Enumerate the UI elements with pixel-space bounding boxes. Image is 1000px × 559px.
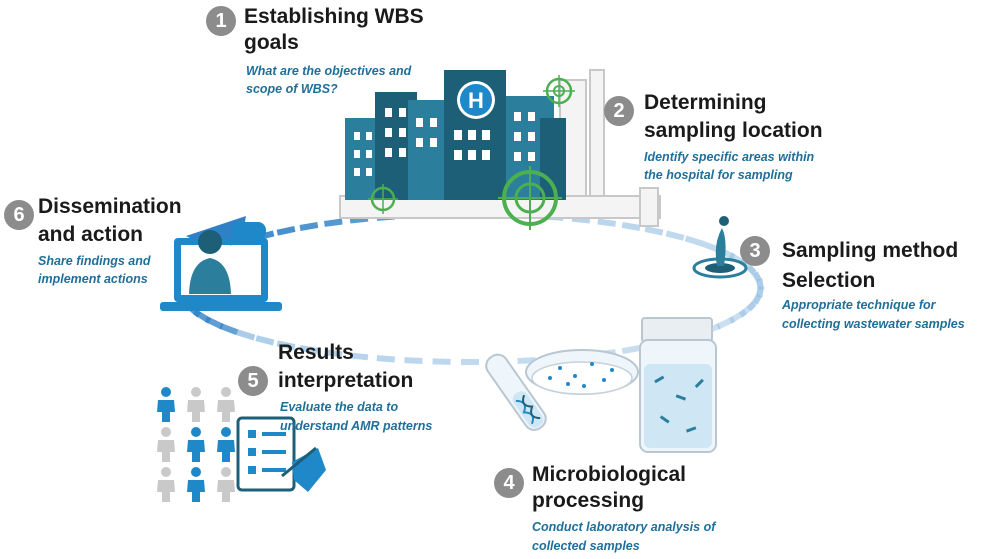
pipe-icon [339, 69, 661, 227]
ring-dash [746, 293, 763, 312]
ring-dash [299, 222, 319, 231]
step-2-desc-line2: the hospital for sampling [644, 168, 793, 182]
person-figure [187, 427, 205, 462]
step-6-desc-line2: implement actions [38, 272, 148, 286]
ring-dash [236, 329, 256, 341]
step-4-number: 4 [494, 468, 524, 498]
ring-dash [404, 357, 423, 365]
step-6-number: 6 [4, 200, 34, 230]
ring-dash [219, 323, 239, 336]
person-figure [217, 427, 235, 462]
ring-dash [597, 218, 617, 227]
step-1-title-line2: goals [244, 31, 299, 54]
checklist-hand-icon [236, 416, 326, 492]
ring-dash [461, 359, 479, 365]
step-1-desc-line1: What are the objectives and [246, 64, 412, 78]
step-5-desc-line1: Evaluate the data to [280, 400, 399, 414]
ring-dash [746, 264, 763, 283]
ring-dash [255, 335, 275, 346]
hospital-buildings-icon: H [345, 70, 566, 200]
people-grid-icon [157, 387, 235, 502]
person-figure [157, 387, 175, 422]
ring-dash [752, 285, 765, 305]
step-3-title-line2: Selection [782, 269, 876, 292]
ring-dash [684, 235, 704, 247]
step-4-title-line1: Microbiological [532, 463, 687, 486]
petri-dish-test-tube-jar-icon [485, 317, 717, 453]
person-figure [157, 427, 175, 462]
person-figure [217, 467, 235, 502]
step-3-number: 3 [740, 236, 770, 266]
ring-dash [752, 271, 765, 291]
step-2-number: 2 [604, 96, 634, 126]
step-3-desc-line2: collecting wastewater samples [782, 317, 965, 331]
step-6-desc-line1: Share findings and [38, 254, 151, 268]
crosshair-target-icon [368, 75, 575, 230]
step-2-desc-line1: Identify specific areas within [644, 150, 815, 164]
step-3-desc-line1: Appropriate technique for [782, 298, 936, 312]
ring-dash [276, 340, 296, 350]
doctor-laptop-icon [160, 222, 282, 311]
step-1-desc-line2: scope of WBS? [246, 82, 338, 96]
step-5-title-line1: Results [278, 341, 354, 364]
person-figure [217, 387, 235, 422]
ring-dash [323, 218, 343, 227]
step-4-desc-line1: Conduct laboratory analysis of [532, 520, 716, 534]
step-1-title-line1: Establishing WBS [244, 5, 424, 28]
ring-dash [665, 230, 685, 241]
step-6-title-line2: and action [38, 223, 144, 246]
ring-dash [299, 345, 319, 354]
ring-dash [757, 279, 763, 297]
step-1-number: 1 [206, 6, 236, 36]
step-5-number: 5 [238, 366, 268, 396]
person-figure [187, 467, 205, 502]
step-2-title-line2: sampling location [644, 119, 823, 142]
person-figure [157, 467, 175, 502]
ring-dash [349, 352, 369, 361]
ring-dash [738, 301, 757, 318]
ring-dash [621, 345, 641, 354]
ring-dash [716, 316, 736, 330]
water-drop-icon [692, 216, 748, 279]
ring-dash [323, 349, 343, 358]
ring-dash [376, 355, 396, 363]
ring-dash [621, 222, 641, 231]
ring-dash [276, 226, 296, 236]
ring-dash [644, 226, 664, 236]
step-6-title-line1: Dissemination [38, 195, 182, 218]
step-3-title-line1: Sampling method [782, 239, 959, 262]
ring-dash [432, 358, 451, 365]
step-4-desc-line2: collected samples [532, 539, 640, 553]
step-5-desc-line2: understand AMR patterns [280, 419, 433, 433]
step-2-title-line1: Determining [644, 91, 767, 114]
hospital-letter: H [468, 88, 484, 113]
ring-dash [728, 309, 748, 324]
step-4-title-line2: processing [532, 489, 645, 512]
person-figure [187, 387, 205, 422]
step-5-title-line2: interpretation [278, 369, 414, 392]
